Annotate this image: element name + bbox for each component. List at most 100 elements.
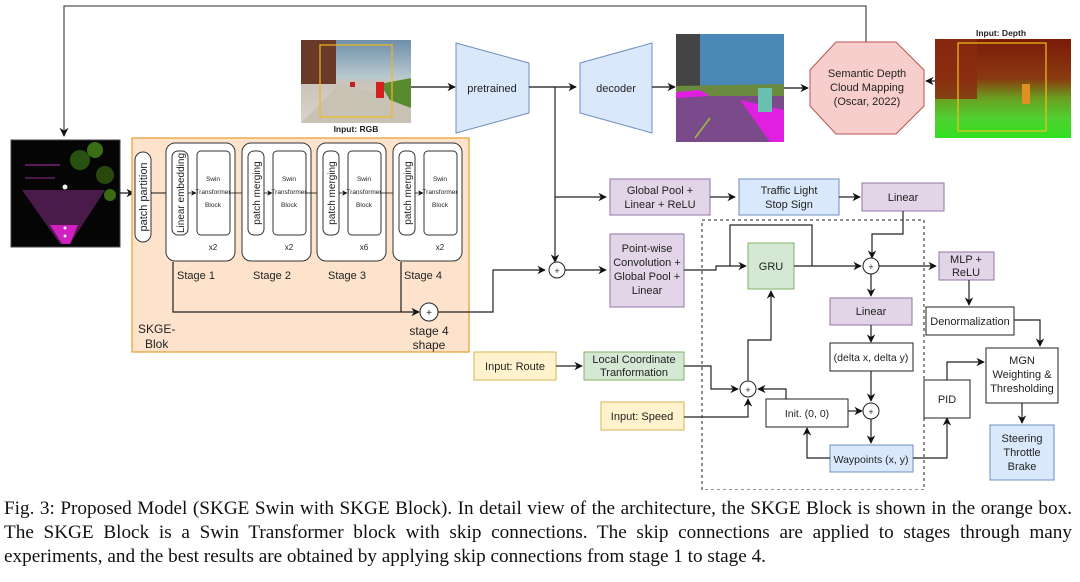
- svg-text:Swin: Swin: [282, 176, 296, 183]
- svg-text:Block: Block: [356, 202, 373, 209]
- pid-controller: PID: [923, 379, 971, 419]
- svg-text:+: +: [745, 385, 750, 395]
- semantic-segmentation-image: [676, 34, 784, 142]
- stage-label: Stage 4: [404, 270, 442, 282]
- svg-text:Swin: Swin: [206, 176, 220, 183]
- swin-transformer-block: [423, 150, 458, 236]
- stage-repeat: x2: [436, 243, 445, 252]
- svg-text:Denormalization: Denormalization: [930, 316, 1009, 328]
- rgb-input-label: Input: RGB: [334, 124, 379, 134]
- architecture-diagram: SKGE- Blok patch partition Linear embedd…: [10, 5, 1071, 490]
- delta-xy: (delta x, delta y): [829, 342, 914, 372]
- svg-text:Transformer: Transformer: [422, 189, 458, 196]
- svg-text:Thresholding: Thresholding: [990, 383, 1054, 395]
- figure-caption: Fig. 3: Proposed Model (SKGE Swin with S…: [4, 498, 1072, 567]
- svg-text:Point-wise: Point-wise: [622, 243, 673, 255]
- depth-input-image: Input: Depth: [935, 28, 1071, 138]
- svg-text:Transformer: Transformer: [195, 189, 231, 196]
- stage4-shape-label: stage 4: [409, 324, 449, 338]
- svg-text:Block: Block: [432, 202, 449, 209]
- svg-text:Waypoints (x, y): Waypoints (x, y): [834, 454, 909, 466]
- svg-text:Block: Block: [281, 202, 298, 209]
- svg-text:Traffic Light: Traffic Light: [761, 185, 818, 197]
- svg-text:Transformer: Transformer: [346, 189, 382, 196]
- svg-text:Convolution +: Convolution +: [613, 257, 681, 269]
- svg-text:Input: Speed: Input: Speed: [611, 411, 673, 423]
- mlp-relu: MLP + ReLU: [938, 251, 995, 281]
- svg-text:Init. (0, 0): Init. (0, 0): [785, 408, 829, 420]
- svg-text:pretrained: pretrained: [467, 83, 517, 95]
- stage-repeat: x2: [209, 243, 218, 252]
- svg-text:GRU: GRU: [759, 261, 784, 273]
- waypoint-predictor-region: [701, 219, 925, 490]
- svg-text:MLP +: MLP +: [950, 254, 982, 266]
- input-speed: Input: Speed: [600, 401, 685, 431]
- stage-repeat: x2: [285, 243, 294, 252]
- stage-first-layer: patch merging: [403, 161, 414, 224]
- global-pool-linear-relu: Global Pool + Linear + ReLU: [609, 178, 711, 216]
- patch-partition: patch partition: [134, 151, 152, 243]
- stage-first-layer: patch merging: [252, 161, 263, 224]
- depth-input-label: Input: Depth: [976, 28, 1026, 38]
- svg-text:ReLU: ReLU: [952, 267, 980, 279]
- svg-text:Weighting &: Weighting &: [992, 369, 1052, 381]
- svg-text:Transformer: Transformer: [271, 189, 307, 196]
- stage-label: Stage 2: [253, 270, 291, 282]
- traffic-light-stop-sign: Traffic Light Stop Sign: [738, 178, 840, 216]
- denormalization: Denormalization: [925, 306, 1015, 336]
- svg-text:Brake: Brake: [1008, 461, 1037, 473]
- feature-trunk: +: [548, 87, 607, 279]
- svg-text:Blok: Blok: [145, 337, 169, 351]
- svg-text:MGN: MGN: [1009, 355, 1035, 367]
- svg-text:Global Pool +: Global Pool +: [614, 271, 680, 283]
- decoder: decoder: [579, 42, 653, 134]
- stage-repeat: x6: [360, 243, 369, 252]
- svg-text:(Oscar, 2022): (Oscar, 2022): [834, 96, 901, 108]
- stage-first-layer: Linear embedding: [176, 153, 187, 233]
- gru-block: GRU: [747, 242, 795, 290]
- svg-text:Swin: Swin: [433, 176, 447, 183]
- svg-text:(delta x, delta y): (delta x, delta y): [834, 352, 909, 364]
- pretrained-encoder: pretrained: [455, 42, 530, 134]
- linear-mid: Linear: [829, 297, 913, 326]
- linear-top: Linear: [861, 182, 945, 212]
- svg-text:patch partition: patch partition: [138, 162, 150, 231]
- svg-text:Linear + ReLU: Linear + ReLU: [624, 199, 695, 211]
- svg-text:+: +: [426, 308, 432, 319]
- svg-text:Linear: Linear: [632, 285, 663, 297]
- svg-text:Tranformation: Tranformation: [600, 367, 668, 379]
- svg-text:Local Coordinate: Local Coordinate: [592, 354, 675, 366]
- skip-connection: + stage 4 shape: [172, 262, 546, 352]
- svg-text:+: +: [554, 266, 559, 276]
- svg-text:Stop Sign: Stop Sign: [765, 199, 813, 211]
- svg-text:Input: Route: Input: Route: [485, 361, 545, 373]
- svg-text:shape: shape: [413, 338, 446, 352]
- pointwise-conv-block: Point-wise Convolution + Global Pool + L…: [609, 233, 685, 308]
- svg-text:Block: Block: [205, 202, 222, 209]
- svg-text:+: +: [868, 407, 873, 417]
- svg-text:Linear: Linear: [888, 192, 919, 204]
- stage-first-layer: patch merging: [327, 161, 338, 224]
- svg-text:Cloud Mapping: Cloud Mapping: [830, 82, 904, 94]
- svg-text:Linear: Linear: [856, 306, 887, 318]
- stage-label: Stage 3: [328, 270, 366, 282]
- svg-text:decoder: decoder: [596, 83, 636, 95]
- local-coordinate-transformation: Local Coordinate Tranformation: [583, 351, 685, 381]
- mgn-weighting-thresholding: MGN Weighting & Thresholding: [985, 347, 1059, 404]
- input-route: Input: Route: [473, 351, 557, 381]
- svg-text:Global Pool +: Global Pool +: [627, 185, 693, 197]
- semantic-depth-cloud-mapping: Semantic Depth Cloud Mapping (Oscar, 202…: [809, 41, 925, 135]
- lidar-bev-image: [10, 139, 121, 248]
- svg-text:Steering: Steering: [1002, 433, 1043, 445]
- init-state: Init. (0, 0): [765, 398, 849, 428]
- control-output: Steering Throttle Brake: [989, 424, 1055, 481]
- svg-text:+: +: [868, 262, 873, 272]
- svg-text:Throttle: Throttle: [1003, 447, 1040, 459]
- rgb-input-image: Input: RGB: [301, 40, 411, 134]
- skge-block-title: SKGE-: [138, 322, 175, 336]
